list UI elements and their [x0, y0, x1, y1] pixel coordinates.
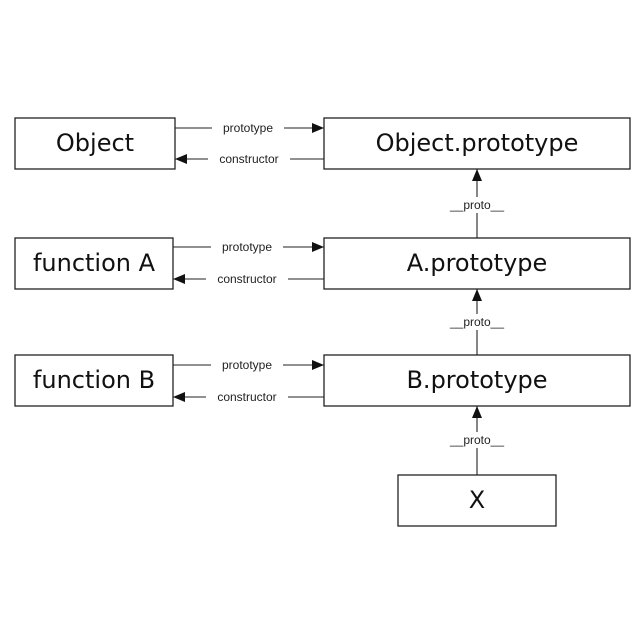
edge-label-constructor: constructor: [217, 390, 276, 404]
edge-x-proto: __proto__: [440, 406, 514, 475]
edge-a-prototype-proto: __proto__: [440, 169, 514, 238]
edge-label-prototype: prototype: [222, 358, 272, 372]
node-function-a-label: function A: [33, 249, 156, 277]
node-a-prototype-label: A.prototype: [407, 249, 548, 277]
node-x-label: X: [469, 486, 485, 514]
edge-label-proto: __proto__: [449, 198, 504, 212]
edge-function-b-prototype: prototype: [173, 357, 324, 373]
edge-object-constructor: constructor: [175, 151, 324, 167]
edge-label-constructor: constructor: [219, 152, 278, 166]
edge-function-a-prototype: prototype: [173, 239, 324, 255]
node-object-label: Object: [56, 129, 134, 157]
node-function-a: function A: [14, 237, 174, 290]
node-object-prototype: Object.prototype: [323, 117, 631, 170]
edge-function-b-constructor: constructor: [173, 389, 324, 405]
node-b-prototype: B.prototype: [323, 354, 631, 407]
node-object-prototype-label: Object.prototype: [376, 129, 579, 157]
node-b-prototype-label: B.prototype: [406, 366, 547, 394]
edge-b-prototype-proto: __proto__: [440, 289, 514, 355]
node-function-b: function B: [14, 354, 174, 407]
edge-function-a-constructor: constructor: [173, 271, 324, 287]
node-function-b-label: function B: [33, 366, 155, 394]
edge-label-proto: __proto__: [449, 433, 504, 447]
edge-label-prototype: prototype: [222, 240, 272, 254]
edge-label-proto: __proto__: [449, 315, 504, 329]
node-x: X: [397, 474, 557, 527]
node-object: Object: [14, 117, 176, 170]
edge-object-prototype: prototype: [175, 120, 324, 136]
edge-label-prototype: prototype: [223, 121, 273, 135]
node-a-prototype: A.prototype: [323, 237, 631, 290]
edge-label-constructor: constructor: [217, 272, 276, 286]
